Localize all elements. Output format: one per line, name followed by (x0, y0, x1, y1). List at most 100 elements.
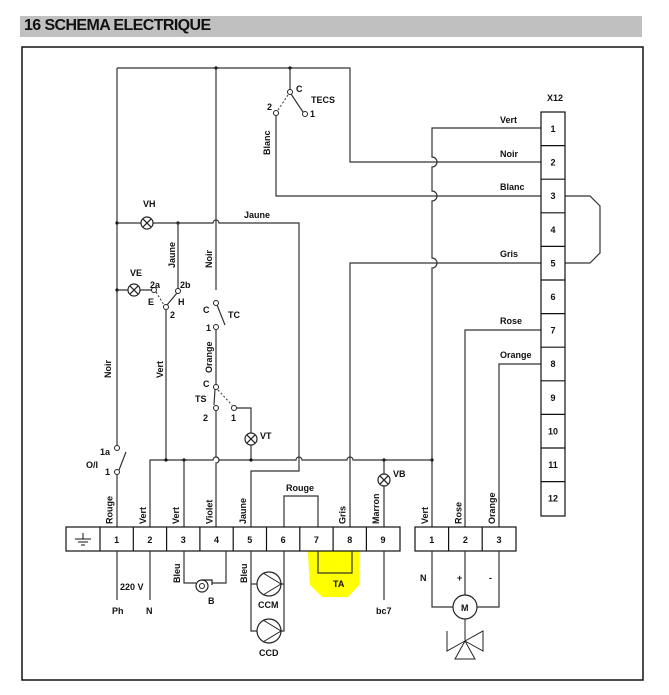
ccd-label: CCD (259, 648, 279, 658)
eh-contact (166, 292, 178, 306)
x12-pin-2: 2 (550, 158, 555, 168)
three-way-valve-icon (446, 619, 484, 660)
ph-label: Ph (112, 606, 124, 616)
tecs-contact (290, 93, 304, 113)
x12-wire-label-1: Vert (500, 115, 517, 125)
tecs-2-label: 2 (267, 102, 272, 112)
orange-vertical-label: Orange (204, 341, 214, 373)
eh-h-label: H (178, 297, 185, 307)
terminal-7: 7 (314, 535, 319, 545)
terminal-8: 8 (347, 535, 352, 545)
wire-rose-x12-7 (464, 329, 541, 527)
terminal-5-wire-label: Jaune (238, 498, 248, 524)
oi-1a-label: 1a (100, 447, 111, 457)
noir-left-label: Noir (103, 360, 113, 378)
jaune-vertical-label: Jaune (167, 242, 177, 268)
terminal-9: 9 (380, 535, 385, 545)
rouge-bridge-label: Rouge (286, 483, 314, 493)
eh-2-label: 2 (170, 310, 175, 320)
x12-pin-9: 9 (550, 393, 555, 403)
eh-e-label: E (148, 297, 154, 307)
ts-c-label: C (203, 379, 210, 389)
vert-left-label: Vert (155, 361, 165, 378)
wire-neutral-bus (149, 456, 432, 527)
bleu-b-label: Bleu (172, 563, 182, 583)
pump-ccd-icon (256, 618, 282, 644)
terminal-2-wire-label: Vert (138, 507, 148, 524)
x12-pin-8: 8 (550, 359, 555, 369)
ts-2-label: 2 (203, 413, 208, 423)
wire-gris-x12-5 (349, 262, 541, 527)
wire-vt (236, 407, 252, 460)
terminal-3-wire-label: Vert (171, 507, 181, 524)
x12-pin-10: 10 (548, 426, 558, 436)
page-title: 16 SCHEMA ELECTRIQUE (24, 17, 211, 34)
x12-pin-6: 6 (550, 292, 555, 302)
vt-lamp-icon (244, 432, 258, 446)
ta-label: TA (333, 579, 345, 589)
ts-contact (213, 388, 216, 406)
wire-supply (116, 551, 151, 600)
wire-pumps (250, 551, 285, 632)
x12-pin-4: 4 (550, 225, 555, 235)
wire-rouge-bridge (283, 495, 319, 527)
ccm-label: CCM (258, 600, 279, 610)
ve-label: VE (130, 268, 142, 278)
eh-2a-label: 2a (150, 280, 161, 290)
x12-wire-label-5: Gris (500, 249, 518, 259)
section-header: 16 SCHEMA ELECTRIQUE (20, 16, 642, 37)
wire-jaune-vh (117, 219, 300, 460)
x12-wire-label-2: Noir (500, 149, 518, 159)
wire-orange-x12-8 (498, 363, 541, 527)
vb-label: VB (393, 469, 406, 479)
terminal-9-wire-label: Marron (371, 493, 381, 524)
wire-violet (215, 411, 220, 527)
valve-terminal-1: 1 (429, 535, 434, 545)
valve-terminal-2: 2 (463, 535, 468, 545)
terminal-1-wire-label: Rouge (105, 496, 115, 524)
vh-label: VH (143, 199, 156, 209)
terminal-5: 5 (247, 535, 252, 545)
valve-terminal-3-wire-label: Orange (487, 492, 497, 524)
x12-pin-11: 11 (548, 460, 558, 470)
tc-contact (216, 304, 226, 326)
x12-label: X12 (547, 93, 563, 103)
ts-label: TS (195, 394, 207, 404)
diagram-frame (21, 46, 644, 681)
wire-jaune-5 (250, 460, 300, 527)
terminal-8-wire-label: Gris (338, 506, 348, 524)
valve-terminal-2-wire-label: Rose (453, 502, 463, 524)
terminal-1: 1 (114, 535, 119, 545)
terminal-4-wire-label: Violet (205, 500, 215, 524)
burner-fan-icon (195, 579, 213, 593)
ground-icon (75, 533, 91, 546)
x12-bridge (565, 195, 601, 264)
blanc-label: Blanc (262, 130, 272, 155)
x12-pin-7: 7 (550, 326, 555, 336)
tc-1-label: 1 (206, 323, 211, 333)
oi-label: O/I (86, 460, 98, 470)
valve-sign-1: N (420, 573, 427, 583)
vh-lamp-icon (140, 216, 154, 230)
vb-lamp-icon (377, 473, 391, 487)
x12-wire-label-7: Rose (500, 316, 522, 326)
motor-label: M (461, 603, 469, 613)
x12-pin-5: 5 (550, 258, 555, 268)
terminal-2: 2 (147, 535, 152, 545)
x12-wire-label-8: Orange (500, 350, 532, 360)
valve-terminal-1-wire-label: Vert (420, 507, 430, 524)
wire-burner (183, 551, 227, 584)
eh-2b-label: 2b (180, 280, 191, 290)
wire-blanc-x12-3 (275, 116, 541, 197)
wire-noir-x12-2 (117, 67, 541, 163)
terminal-6: 6 (281, 535, 286, 545)
valve-sign-3: - (489, 573, 492, 583)
supply-label: 220 V (120, 582, 144, 592)
vt-label: VT (260, 431, 272, 441)
ve-lamp-icon (127, 283, 141, 297)
x12-pin-1: 1 (550, 124, 555, 134)
pump-ccm-icon (256, 571, 282, 597)
